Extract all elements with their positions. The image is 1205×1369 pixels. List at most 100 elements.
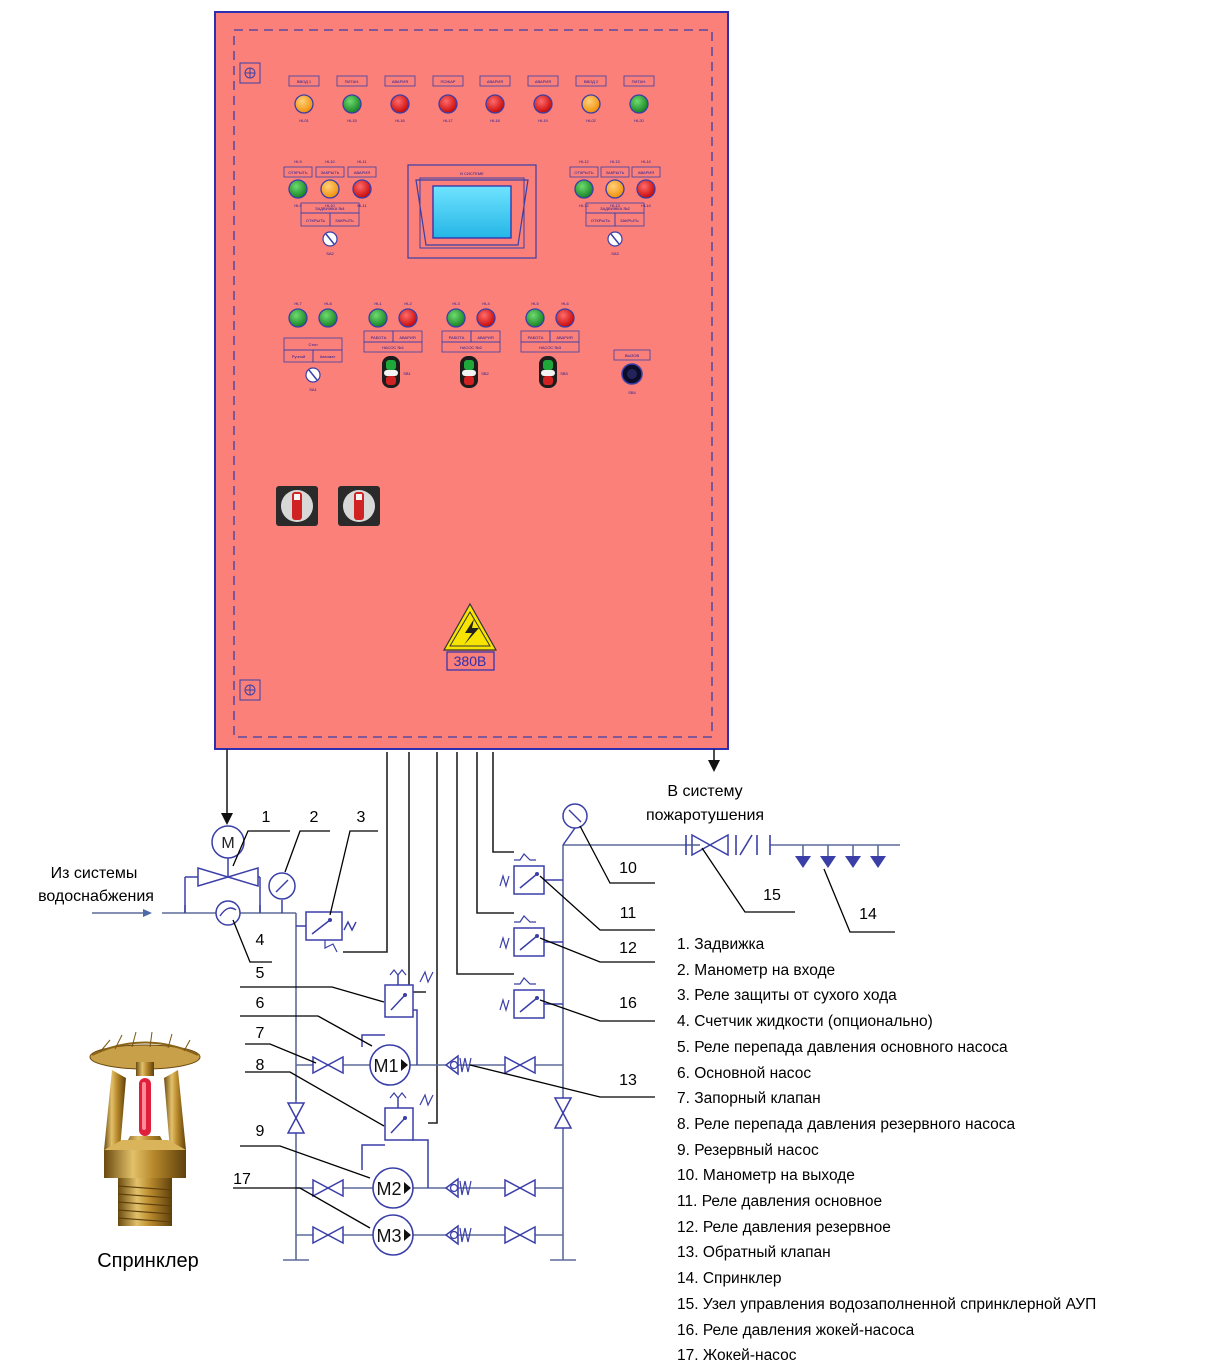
top-1-tag: ПИТАН. (345, 79, 360, 84)
top-6-tag: ВВОД 2 (584, 79, 599, 84)
mode-indicator-lamp (318, 308, 338, 328)
shutoff-valve-2-b (518, 1178, 536, 1198)
right-valve-1-indicator-lamp (605, 179, 625, 199)
door-lock-top (239, 62, 261, 84)
call-button-group: ВЫЗОВ SB4 (613, 349, 651, 395)
left-valve-1-lamp-label: HL10 (325, 203, 335, 208)
diff-relay-main (384, 969, 434, 1018)
pump-motor-1-arrow (401, 1059, 408, 1071)
top-7-indicator-lamp (629, 94, 649, 114)
top-6-tag-box (575, 75, 607, 87)
pump-3-indicator-lamp (555, 308, 575, 328)
callout-number-13: 13 (619, 1072, 637, 1089)
pump-3-switch-green (543, 360, 553, 370)
left-valve-close-box (329, 212, 360, 227)
svg-text::: : (281, 501, 283, 507)
callout-number-12: 12 (619, 940, 637, 957)
right-valve-tag: АВАРИЯ (638, 170, 654, 175)
check-valve-1-spring (459, 1057, 472, 1073)
top-3-indicator-lamp (438, 94, 458, 114)
display-screen (432, 185, 512, 239)
top-7-lamp-label: HL20 (634, 118, 644, 123)
sprinkler-control-unit (685, 833, 771, 857)
pressure-relay-jockey (499, 977, 545, 1019)
high-voltage-warning-icon: 380В (442, 602, 498, 671)
pump-1-switch-white (384, 370, 398, 376)
right-valve-tag-box (631, 166, 661, 178)
mode-auto-label: Автомат (320, 354, 336, 359)
mode-selector-label: SA1 (309, 387, 317, 392)
supply-label-line-1: Из системы (51, 865, 138, 882)
top-7-tag-box (623, 75, 655, 87)
pump-1-indicator-lamp (398, 308, 418, 328)
top-6-indicator-lamp (581, 94, 601, 114)
check-valve-3-ball (449, 1230, 459, 1240)
top-0-indicator-lamp (294, 94, 314, 114)
pump-3-title-box (520, 341, 580, 353)
shutoff-valve-1 (504, 1055, 522, 1075)
pump-3-indicator-lamp (525, 308, 545, 328)
top-2-lamp-label: HL16 (395, 118, 405, 123)
right-valve-selector-label: SA3 (611, 251, 619, 256)
legend-item: 1. Задвижка (677, 936, 765, 953)
left-valve-tag: ОТКРЫТЬ (288, 170, 308, 175)
pump-2-switch-red (464, 376, 474, 385)
isolator-switch-1[interactable]: : (276, 486, 318, 526)
mode-selector-handle (308, 369, 318, 381)
check-valve-3-spring (459, 1227, 472, 1243)
callout-number-17: 17 (233, 1171, 251, 1188)
top-5-tag-box (527, 75, 559, 87)
top-5-lamp-label: HL19 (538, 118, 548, 123)
callout-number-10: 10 (619, 860, 637, 877)
top-indicator-row: ВВОД 1HL01ПИТАН.HL15АВАРИЯHL16ПОЖАРHL17А… (288, 75, 655, 123)
callout-number-7: 7 (256, 1025, 265, 1042)
mode-auto-box (312, 349, 343, 363)
legend-item: 7. Запорный клапан (677, 1090, 821, 1108)
inlet-manometer (268, 872, 296, 913)
right-valve-1-lamp-label: HL13 (610, 203, 620, 208)
callout-number-9: 9 (256, 1123, 265, 1140)
legend-item: 14. Спринклер (677, 1270, 782, 1288)
mode-indicator-lamp (288, 308, 308, 328)
legend-item: 3. Реле защиты от сухого хода (677, 987, 897, 1005)
left-valve-tag-box (283, 166, 313, 178)
pump-1-lamp-id: HL1 (374, 301, 382, 306)
left-valve-selector-handle (325, 233, 335, 245)
top-4-tag: АВАРИЯ (487, 79, 503, 84)
pump-2-indicator-lamp (446, 308, 466, 328)
top-2-tag-box (384, 75, 416, 87)
callout-number-5: 5 (256, 965, 265, 982)
pump-2-lamp-id: HL4 (482, 301, 490, 306)
sprinkler-illustration: Спринклер (89, 1031, 201, 1272)
voltage-label: 380В (454, 653, 487, 669)
pump-1-fault-label: АВАРИЯ (399, 335, 415, 340)
right-valve-0-indicator-lamp (574, 179, 594, 199)
legend-item: 10. Манометр на выходе (677, 1167, 855, 1185)
shutoff-valve-3-b (518, 1225, 536, 1245)
right-valve-lamp-id: HL12 (579, 159, 589, 164)
left-valve-2-indicator-lamp (352, 179, 372, 199)
left-valve-1-indicator-lamp (320, 179, 340, 199)
top-6-lamp-label: HL02 (586, 118, 596, 123)
top-0-tag: ВВОД 1 (297, 79, 312, 84)
pump-1-indicator-lamp (368, 308, 388, 328)
check-valve-2-spring (459, 1180, 472, 1196)
isolator-switch-2[interactable]: : (338, 486, 380, 526)
shutoff-valve-1-b (518, 1055, 536, 1075)
top-1-tag-box (336, 75, 368, 87)
top-0-tag-box (288, 75, 320, 87)
right-valve-2-indicator-lamp (636, 179, 656, 199)
pump-motor-3 (372, 1214, 414, 1256)
pump-motor-1 (369, 1044, 411, 1086)
left-valve-close-label: ЗАКРЫТЬ (335, 218, 354, 223)
left-valve-tag-box (315, 166, 345, 178)
control-cabinet: ВВОД 1HL01ПИТАН.HL15АВАРИЯHL16ПОЖАРHL17А… (214, 11, 729, 750)
top-4-tag-box (479, 75, 511, 87)
top-2-tag: АВАРИЯ (392, 79, 408, 84)
shutoff-valve-2-b (326, 1178, 344, 1198)
top-3-lamp-label: HL17 (443, 118, 453, 123)
right-valve-title: ЗАДВИЖКА №2 (600, 206, 631, 211)
top-7-tag: ПИТАН. (632, 79, 647, 84)
